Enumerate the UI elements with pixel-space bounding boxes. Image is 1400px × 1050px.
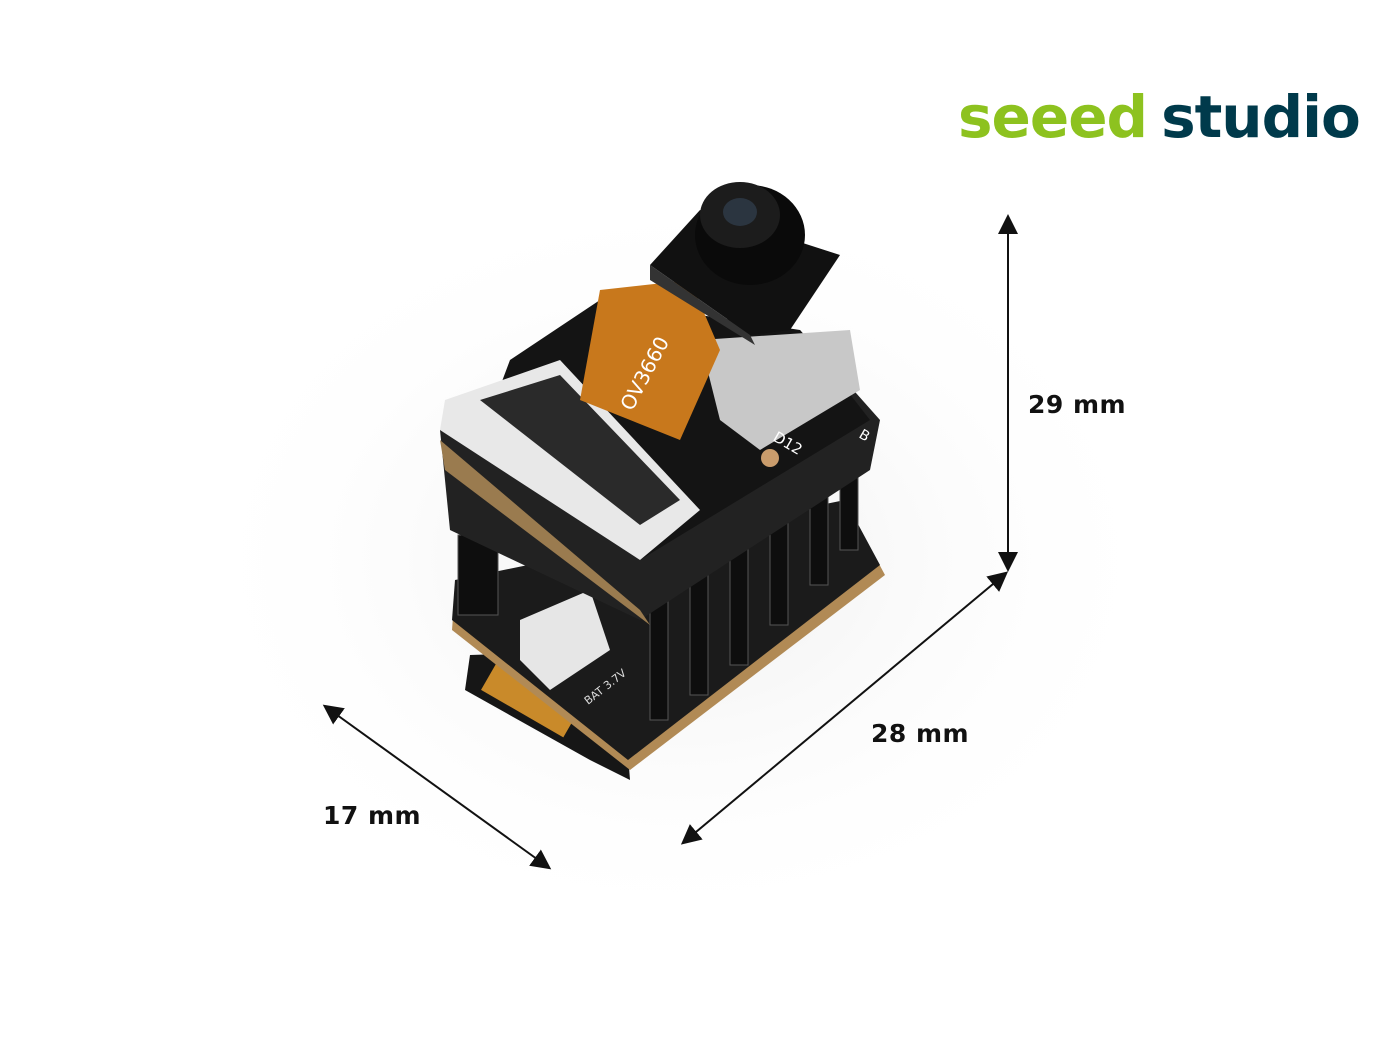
camera-ribbon (580, 280, 720, 440)
length-dimension-label: 28 mm (871, 719, 970, 748)
main-board: OV3660 D12 B (440, 280, 880, 625)
width-dimension-arrow (322, 704, 552, 870)
logo-studio: studio (1161, 83, 1361, 151)
logo-seeed: seeed (958, 83, 1148, 151)
camera-module (650, 182, 840, 345)
length-dimension-arrow (680, 571, 1009, 845)
height-dimension-label: 29 mm (1028, 390, 1127, 419)
width-dimension-label: 17 mm (323, 801, 422, 830)
battery-connector (520, 590, 610, 690)
usb-c-port (700, 330, 860, 450)
